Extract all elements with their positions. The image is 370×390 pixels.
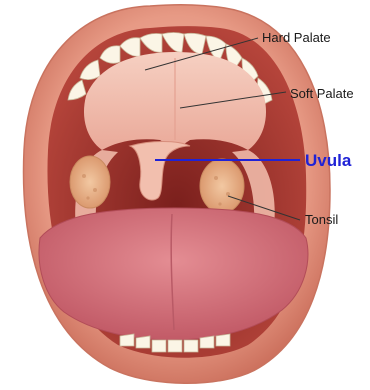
tonsil-label: Tonsil [305,212,338,227]
right-tonsil [200,159,244,213]
left-tonsil [70,156,110,208]
soft-palate-label: Soft Palate [290,86,354,101]
hard-palate-label: Hard Palate [262,30,331,45]
uvula-label: Uvula [305,151,352,170]
